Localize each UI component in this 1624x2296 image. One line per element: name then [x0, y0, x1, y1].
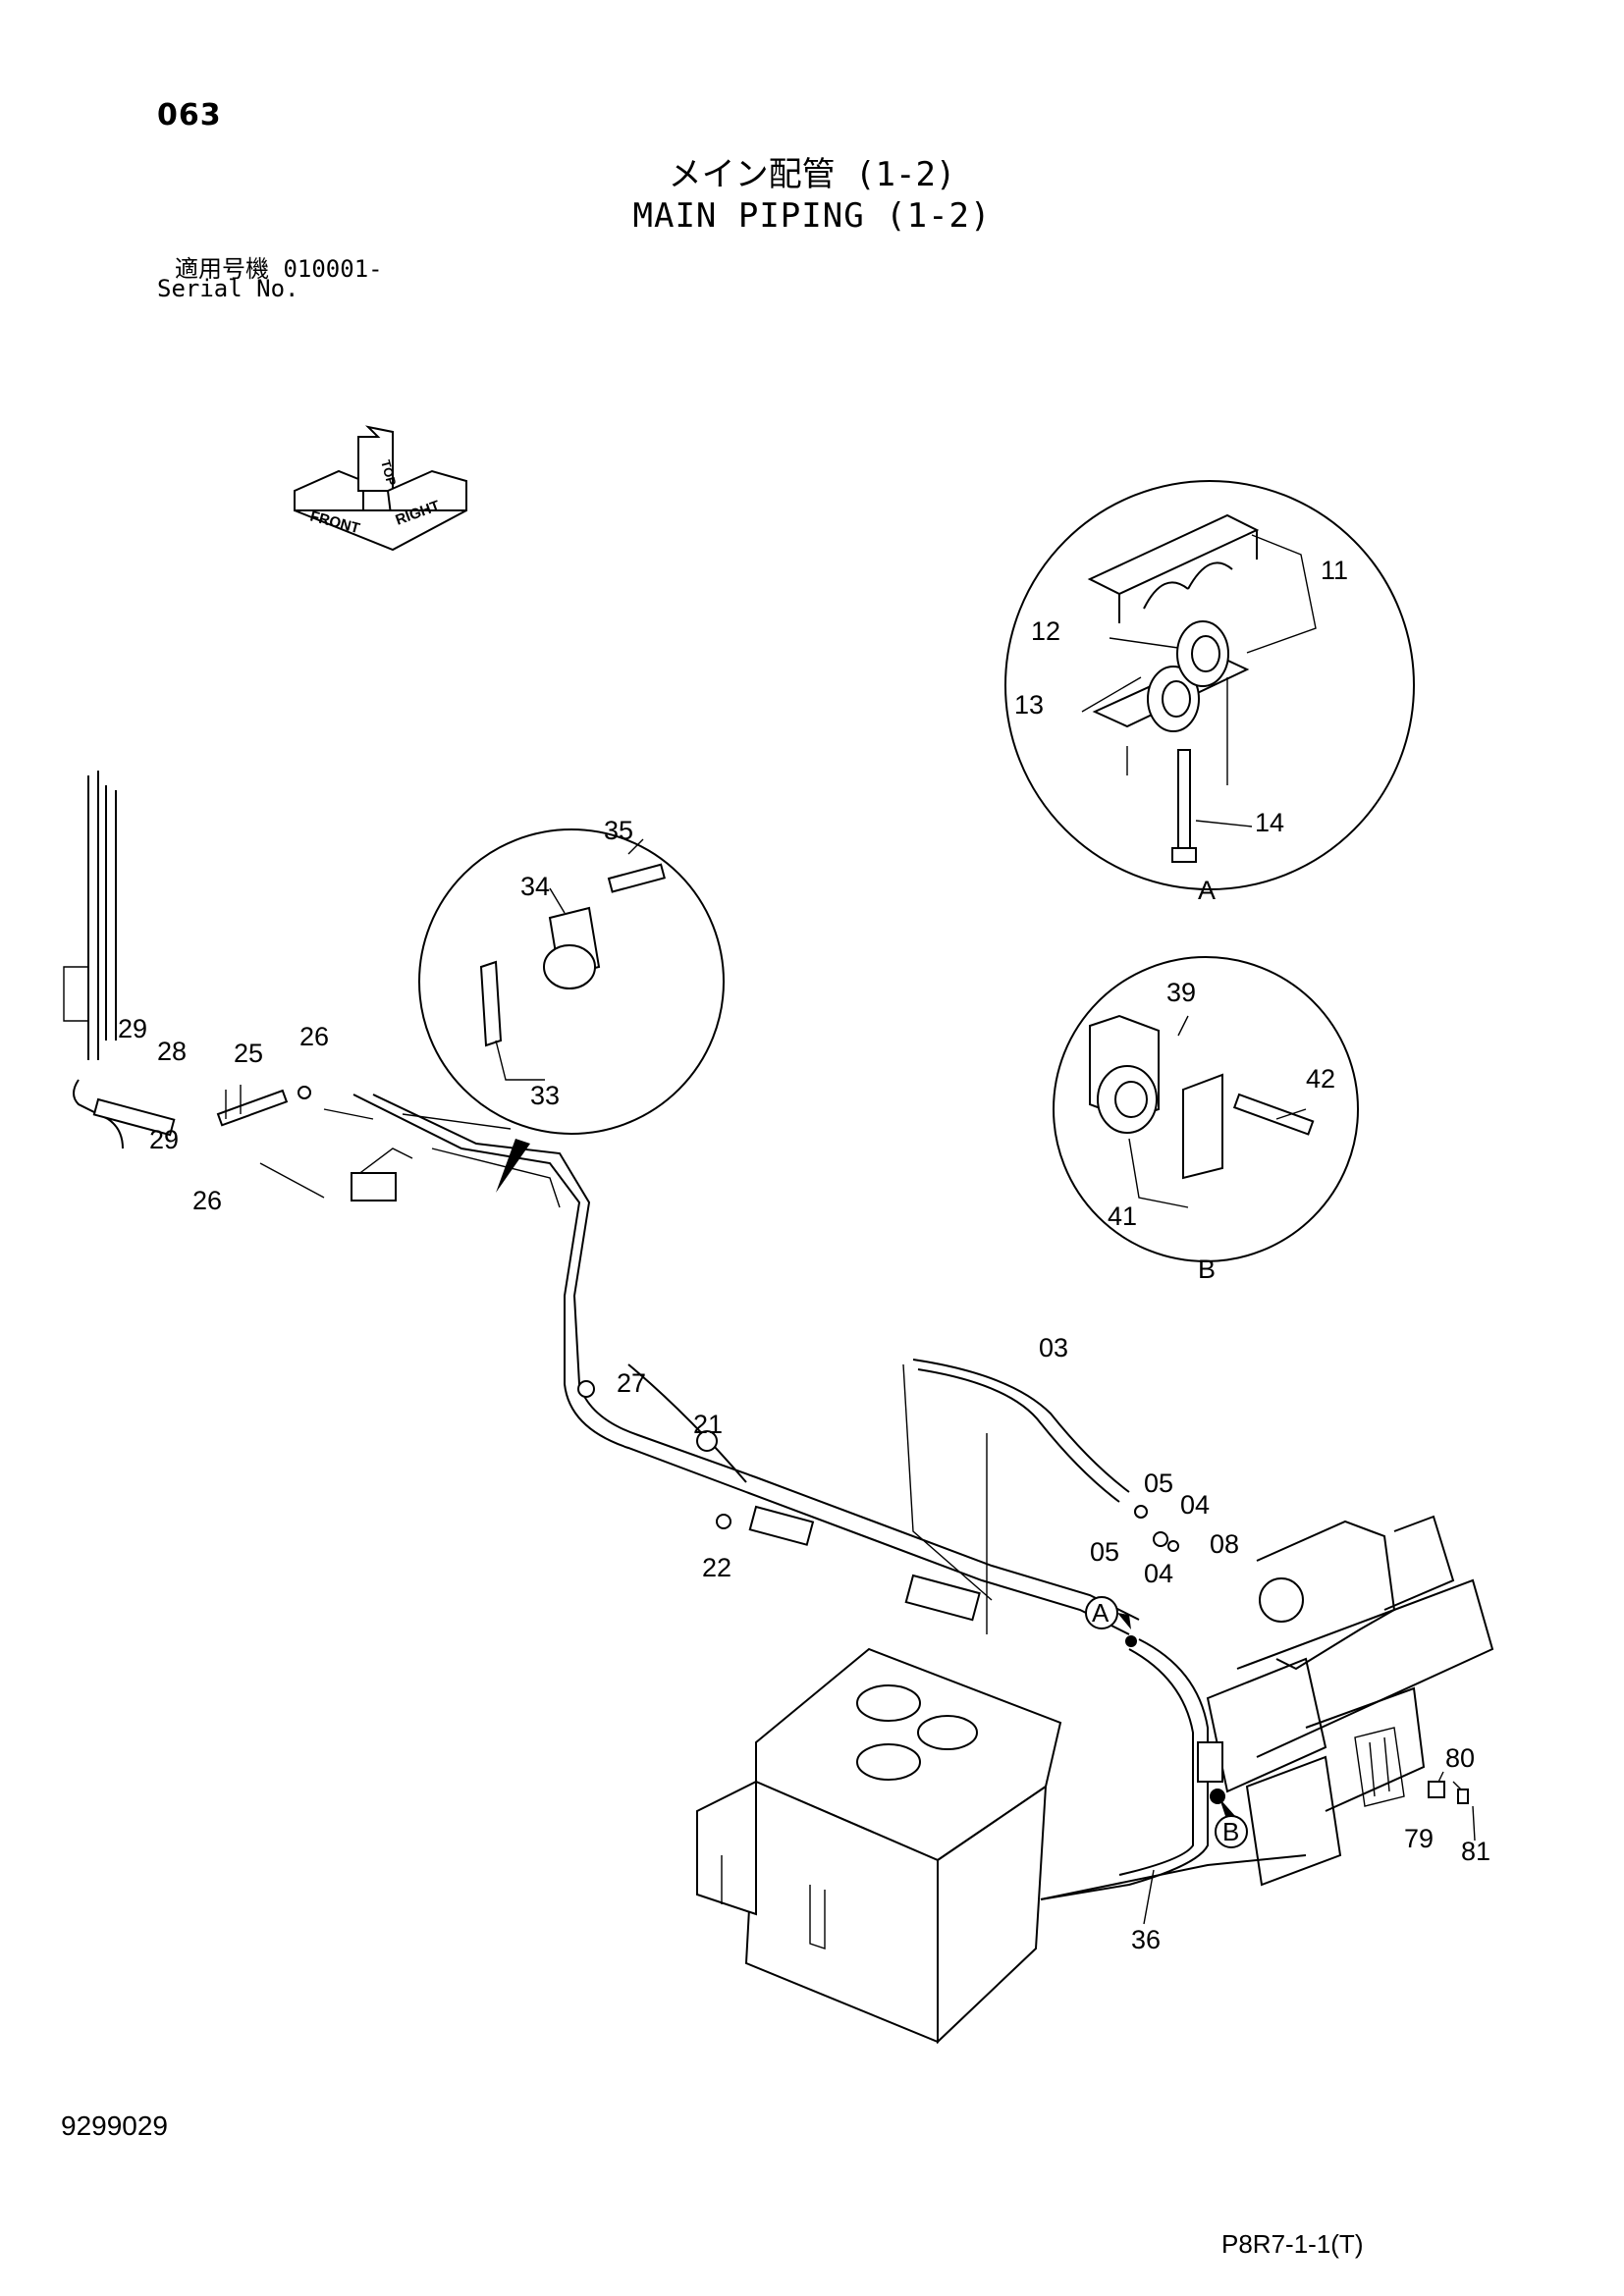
main-pipe-runs: 27 21 22	[352, 1094, 1140, 1635]
document-number: 9299029	[61, 2110, 169, 2141]
detail-view-b: 39 42 41 B	[1053, 956, 1359, 1284]
detail-b-label: B	[1198, 1255, 1216, 1284]
callout-22: 22	[702, 1553, 731, 1582]
view-marker-a: A	[1085, 1596, 1131, 1629]
serial-label: Serial No.	[157, 275, 299, 302]
page-title-japanese: メイン配管 (1-2)	[668, 155, 956, 194]
view-marker-b-label: B	[1222, 1817, 1239, 1846]
callout-04-bottom: 04	[1144, 1559, 1173, 1588]
callout-11: 11	[1321, 556, 1348, 585]
view-marker-b: B	[1215, 1798, 1248, 1848]
callout-26-bottom: 26	[192, 1186, 222, 1215]
detail-view-a: 11 12 13 14 A	[1004, 480, 1415, 905]
callout-26-top: 26	[299, 1022, 329, 1051]
frame-structure	[1040, 1515, 1494, 1900]
callout-80: 80	[1445, 1743, 1475, 1773]
left-vertical-pipes: 29 28 29 26	[63, 771, 222, 1215]
callout-81: 81	[1461, 1837, 1490, 1866]
callout-12: 12	[1031, 616, 1060, 646]
view-marker-a-label: A	[1092, 1598, 1110, 1628]
callout-21: 21	[693, 1410, 723, 1439]
callout-36: 36	[1131, 1925, 1161, 1954]
callout-79: 79	[1404, 1824, 1434, 1853]
callout-13: 13	[1014, 690, 1044, 720]
page-title: MAIN PIPING (1-2)	[632, 196, 992, 236]
hydraulic-tank	[696, 1647, 1062, 2045]
detail-view-clamp: 34 35 33	[418, 816, 725, 1193]
callout-04-top: 04	[1180, 1490, 1210, 1520]
hose-03: 03 05 04 05 04 08	[902, 1333, 1239, 1634]
detail-a-label: A	[1198, 876, 1216, 905]
figure-code: P8R7-1-1(T)	[1221, 2229, 1364, 2259]
callout-03: 03	[1039, 1333, 1068, 1362]
callout-42: 42	[1306, 1064, 1335, 1094]
page-number: 063	[157, 98, 222, 133]
callout-27: 27	[617, 1368, 646, 1398]
callout-28: 28	[157, 1037, 187, 1066]
lower-right-callouts: 36 80 79 81	[1131, 1743, 1490, 1954]
orientation-label-top: TOP	[378, 458, 399, 488]
upper-left-fittings: 25 26	[216, 1022, 413, 1201]
callout-14: 14	[1255, 808, 1284, 837]
callout-05-top: 05	[1144, 1468, 1173, 1498]
callout-29-top: 29	[118, 1014, 147, 1043]
callout-25: 25	[234, 1039, 263, 1068]
callout-35: 35	[604, 816, 633, 845]
orientation-arrows-icon: FRONT TOP RIGHT	[294, 425, 467, 552]
callout-05-bottom: 05	[1090, 1537, 1119, 1567]
callout-34: 34	[520, 872, 550, 901]
callout-08: 08	[1210, 1529, 1239, 1559]
callout-41: 41	[1108, 1201, 1137, 1231]
callout-33: 33	[530, 1081, 560, 1110]
callout-29-bottom: 29	[149, 1125, 179, 1154]
callout-39: 39	[1166, 978, 1196, 1007]
serial-label-japanese: 適用号機 010001-	[175, 255, 383, 283]
